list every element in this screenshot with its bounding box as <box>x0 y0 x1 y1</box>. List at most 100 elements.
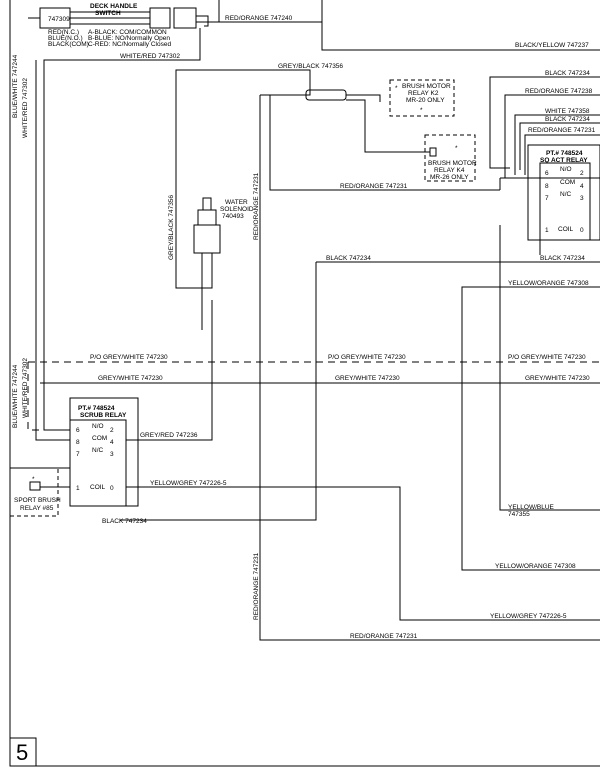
wire-label: BLACK 747234 <box>545 116 590 123</box>
wire-label: YELLOW/BLUE <box>508 504 555 511</box>
wire-label-vertical: RED/ORANGE 747231 <box>253 172 260 240</box>
water-solenoid-top <box>197 209 217 226</box>
wire-label: BLACK 747234 <box>102 518 147 525</box>
deck-switch-part: 747309 <box>48 16 70 23</box>
scrub-relay-t4: 4 <box>110 439 114 446</box>
water-solenoid-part: 740493 <box>222 213 244 220</box>
wire-label-vertical: WHITE/RED 747302 <box>22 358 29 418</box>
sq-act-t0: 0 <box>580 227 584 234</box>
brush-motor-relay-k2-box <box>389 79 455 117</box>
wire-white-red-747302 <box>43 28 201 431</box>
scrub-relay-nc: N/C <box>92 447 104 454</box>
scrub-relay-coil: COIL <box>90 484 106 491</box>
sport-brush-line-2: RELAY #85 <box>20 505 54 512</box>
scrub-relay-t7: 7 <box>76 451 80 458</box>
wire-label: BLACK 747234 <box>545 70 590 77</box>
scrub-relay-t1: 1 <box>76 485 80 492</box>
wire-label-vertical: BLUE/WHITE 747244 <box>12 54 19 118</box>
wire-yellow-orange-747308 <box>461 286 600 571</box>
k4-line-1: BRUSH MOTOR <box>428 160 477 167</box>
wire-label: P/O GREY/WHITE 747230 <box>90 354 168 361</box>
wire-blue-white-747244 <box>35 15 209 441</box>
top-box-left <box>208 0 220 23</box>
wire-label: BLACK 747234 <box>540 255 585 262</box>
wire-red-orange-747238 <box>504 94 600 178</box>
water-solenoid-body <box>193 224 221 254</box>
k4-line-3: MR-26 ONLY <box>430 174 469 181</box>
wire-label: RED/ORANGE 747240 <box>225 15 293 22</box>
scrub-relay-part: PT.# 748524 <box>78 405 115 412</box>
deck-switch-legend-b: B-BLUE: NO/Normally Open <box>88 35 170 42</box>
k4-plug <box>429 147 437 157</box>
wire-label: P/O GREY/WHITE 747230 <box>508 354 586 361</box>
wire-label: BLACK/YELLOW 747237 <box>515 42 589 49</box>
k2-line-2: RELAY K2 <box>408 90 439 97</box>
wire-k2-connector <box>260 94 430 153</box>
deck-switch-title-2: SWITCH <box>95 10 121 17</box>
sport-brush-plug <box>29 481 41 491</box>
wire-grey-red-747236 <box>126 300 213 441</box>
wire-label: YELLOW/GREY 747226-5 <box>490 613 567 620</box>
k2-mark: * <box>395 85 398 92</box>
wire-label: GREY/RED 747236 <box>140 432 198 439</box>
wire-label-vertical: WHITE/RED 747302 <box>22 78 29 138</box>
wire-label: GREY/BLACK 747356 <box>278 63 343 70</box>
sq-act-t6: 6 <box>545 170 549 177</box>
sq-act-t7: 7 <box>545 195 549 202</box>
sq-act-com: COM <box>560 179 575 186</box>
wire-label: RED/ORANGE 747231 <box>350 633 418 640</box>
sq-act-name: SQ ACT RELAY <box>540 157 588 164</box>
k2-line-1: BRUSH MOTOR <box>402 83 451 90</box>
wire-red-orange-747231-mid <box>259 95 600 641</box>
wire-label: YELLOW/GREY 747226-5 <box>150 480 227 487</box>
sq-act-coil: COIL <box>558 226 574 233</box>
wire-po-grey-white <box>27 361 600 431</box>
k4-mark: * <box>455 145 458 152</box>
sq-act-nc: N/C <box>560 191 572 198</box>
wire-red-orange-747231-sq <box>524 134 600 175</box>
scrub-relay-t6: 6 <box>76 427 80 434</box>
sq-act-t1: 1 <box>545 227 549 234</box>
wire-label: GREY/WHITE 747230 <box>525 375 590 382</box>
deck-switch-legend-c: C-RED: NC/Normally Closed <box>88 41 171 48</box>
wire-label: P/O GREY/WHITE 747230 <box>328 354 406 361</box>
k2-connector-plug <box>305 89 347 101</box>
wire-label: GREY/WHITE 747230 <box>98 375 163 382</box>
wire-black-747234-sq <box>519 122 600 170</box>
page-number-box <box>9 737 37 767</box>
scrub-relay-t2: 2 <box>110 427 114 434</box>
scrub-relay-t0: 0 <box>110 485 114 492</box>
wire-label-vertical: BLUE/WHITE 747244 <box>12 364 19 428</box>
wire-label: 747355 <box>508 511 530 518</box>
wire-white-747358 <box>514 114 600 175</box>
top-box-right <box>321 0 600 51</box>
sq-act-part: PT.# 748524 <box>546 150 583 157</box>
wire-label: YELLOW/ORANGE 747308 <box>495 563 576 570</box>
scrub-relay-com: COM <box>92 435 107 442</box>
k2-mark-2: * <box>420 107 423 114</box>
wire-label: WHITE/RED 747302 <box>120 53 180 60</box>
sq-act-t3: 3 <box>580 195 584 202</box>
deck-switch-connector-b <box>173 7 197 29</box>
scrub-relay-body <box>69 419 127 507</box>
deck-switch-connector-a <box>149 7 171 29</box>
water-solenoid-inlet <box>202 197 212 211</box>
wire-label-vertical: GREY/BLACK 747356 <box>168 195 175 260</box>
wire-label: RED/ORANGE 747238 <box>525 88 593 95</box>
scrub-relay-no: N/O <box>92 423 104 430</box>
wire-black-747234-mid <box>120 261 600 521</box>
wire-yellow-blue <box>499 225 600 511</box>
wire-grey-black-747356 <box>175 69 311 289</box>
sq-act-t8: 8 <box>545 183 549 190</box>
sport-brush-relay-box <box>9 467 59 517</box>
sport-brush-line-1: SPORT BRUSH <box>14 497 61 504</box>
k2-line-3: MR-20 ONLY <box>406 97 445 104</box>
scrub-relay-name: SCRUB RELAY <box>80 412 127 419</box>
scrub-relay-t3: 3 <box>110 451 114 458</box>
water-solenoid-title-1: WATER <box>225 199 248 206</box>
wire-yellow-grey-747226 <box>126 486 600 621</box>
wire-label: GREY/WHITE 747230 <box>335 375 400 382</box>
deck-switch-legend-a: A-BLACK: COM/COMMON <box>88 29 167 36</box>
sq-act-relay-body <box>539 162 591 241</box>
deck-switch-pin-blue: BLUE(N.O.) <box>48 35 83 42</box>
